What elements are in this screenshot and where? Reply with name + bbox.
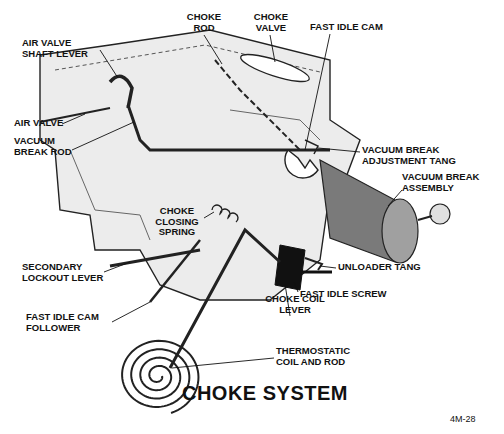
leader-line [72,122,134,150]
leader-line [204,212,214,218]
leader-line [320,266,336,268]
leader-line [204,35,222,64]
leader-line [104,262,130,272]
unloader-tang [305,258,322,270]
fast-idle-screw [300,271,332,274]
leader-line [62,114,85,124]
leader-lines [62,34,402,368]
part-label: CHOKE VALVE [248,12,294,33]
leader-line [294,282,298,292]
leader-line [305,34,330,150]
part-label: VACUUM BREAK ASSEMBLY [402,172,490,193]
leader-line [100,50,118,78]
part-label: CHOKE COIL LEVER [262,294,328,315]
part-label: THERMOSTATIC COIL AND ROD [276,346,366,367]
vacuum-tube-fitting [430,204,450,224]
leader-line [270,35,275,62]
body-detail [70,110,320,240]
fast-idle-cam-follower [150,240,200,302]
carburetor-body [40,30,360,300]
fast-idle-cam [285,150,318,178]
leader-line [388,190,402,206]
part-label: AIR VALVE SHAFT LEVER [22,38,96,59]
vacuum-break-diaphragm [382,199,418,263]
choke-valve-plate [238,49,311,86]
vacuum-break-rod [128,105,330,150]
part-label: UNLOADER TANG [338,262,448,273]
diagram-title: CHOKE SYSTEM [140,382,390,404]
thermostatic-rod [170,230,280,368]
vacuum-tube [418,216,432,220]
leader-line [172,358,274,368]
part-label: VACUUM BREAK ROD [14,136,76,157]
part-label: VACUUM BREAK ADJUSTMENT TANG [362,145,470,166]
part-label: AIR VALVE [14,118,84,129]
part-label: SECONDARY LOCKOUT LEVER [22,262,108,283]
choke-closing-spring [212,205,238,222]
part-label: FAST IDLE CAM FOLLOWER [26,312,112,333]
figure-number: 4M-28 [450,414,500,425]
part-label: FAST IDLE CAM [310,22,420,33]
choke-coil-lever-block [275,245,305,290]
air-valve-shaft-lever [110,76,132,108]
choke-rod [215,60,300,150]
leader-line [112,302,150,322]
leader-line [318,148,360,152]
part-label: CHOKE ROD [182,12,226,33]
part-label: CHOKE CLOSING SPRING [150,206,204,238]
